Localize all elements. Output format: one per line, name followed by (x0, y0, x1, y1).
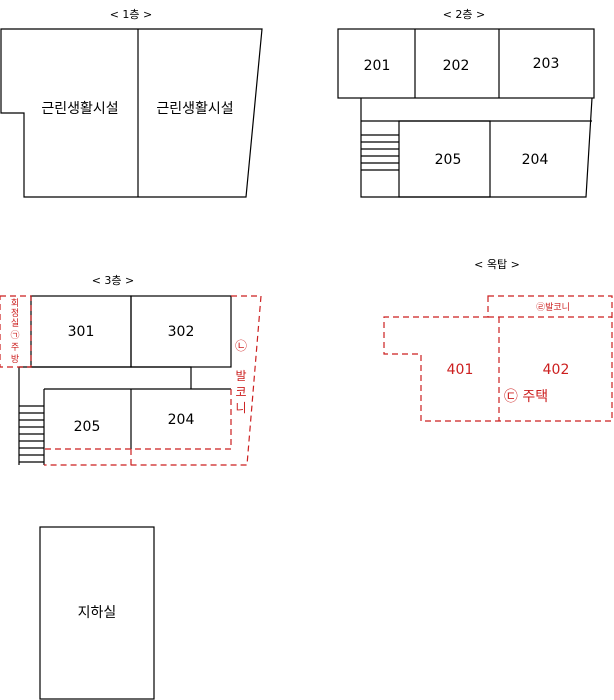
rooftop-balcony-label: ㉣발코니 (536, 302, 570, 313)
basement-plan: 지하실 (39, 526, 155, 700)
floor-3-annex-left (0, 295, 32, 368)
annex-char: ㉠ (10, 330, 19, 341)
floor-1-right-room-label: 근린생활시설 (156, 101, 233, 117)
annex-char: 니 (235, 401, 246, 415)
rooftop-house-label: ㉢ 주택 (504, 389, 548, 405)
annex-char: 주 (11, 342, 19, 353)
floor-2-room-204-label: 204 (522, 152, 549, 168)
floor-2-room-205 (398, 120, 491, 198)
floor-1-plan: < 1층 > 근린생활시설 근린생활시설 (0, 8, 263, 198)
floor-1-left-room-label: 근린생활시설 (41, 101, 118, 117)
floor-2-room-205-label: 205 (435, 152, 462, 168)
annex-char: 실 (11, 318, 19, 329)
floor-3-lower-walls (18, 366, 231, 465)
floor-1-outline (0, 28, 263, 198)
floor-3-room-204-label: 204 (168, 412, 195, 428)
annex-char: 회 (11, 298, 19, 309)
floor-2-title: < 2층 > (443, 8, 486, 21)
floor-2-plan: < 2층 > 201 202 203 205 204 (337, 8, 595, 198)
rooftop-plan: < 옥탑 > ㉣발코니 401 402 ㉢ 주택 (383, 258, 613, 422)
annex-char: ㉡ (235, 339, 247, 353)
annex-char: 발 (235, 369, 246, 383)
basement-label: 지하실 (78, 605, 117, 621)
floor-2-top-block (337, 28, 595, 99)
annex-char: 정 (11, 308, 19, 319)
floor-2-room-203-label: 203 (533, 56, 560, 72)
floor-3-room-302-label: 302 (168, 324, 195, 340)
floor-1-title: < 1층 > (110, 8, 153, 21)
rooftop-room-402-label: 402 (543, 362, 570, 378)
floor-3-right-annex-text: ㉡ 발 코 니 (235, 339, 247, 415)
floor-2-lower-block (360, 97, 593, 198)
basement-outline (39, 526, 155, 700)
floor-3-room-205-label: 205 (74, 419, 101, 435)
annex-char: 코 (235, 385, 246, 399)
floor-3-left-annex-text: 회 정 실 ㉠ 주 방 (10, 298, 19, 365)
annex-char: 방 (11, 354, 19, 365)
rooftop-room-401-label: 401 (447, 362, 474, 378)
floor-3-title: < 3층 > (92, 274, 135, 287)
floor-3-room-301-label: 301 (68, 324, 95, 340)
rooftop-title: < 옥탑 > (474, 258, 520, 271)
floor-2-room-202-label: 202 (443, 58, 470, 74)
floor-2-room-201-label: 201 (364, 58, 391, 74)
floor-3-annex-right (44, 295, 262, 466)
floor-3-plan: < 3층 > 301 302 205 204 회 정 실 ㉠ 주 방 ㉡ 발 코 (0, 274, 262, 466)
rooftop-outline (383, 295, 613, 422)
